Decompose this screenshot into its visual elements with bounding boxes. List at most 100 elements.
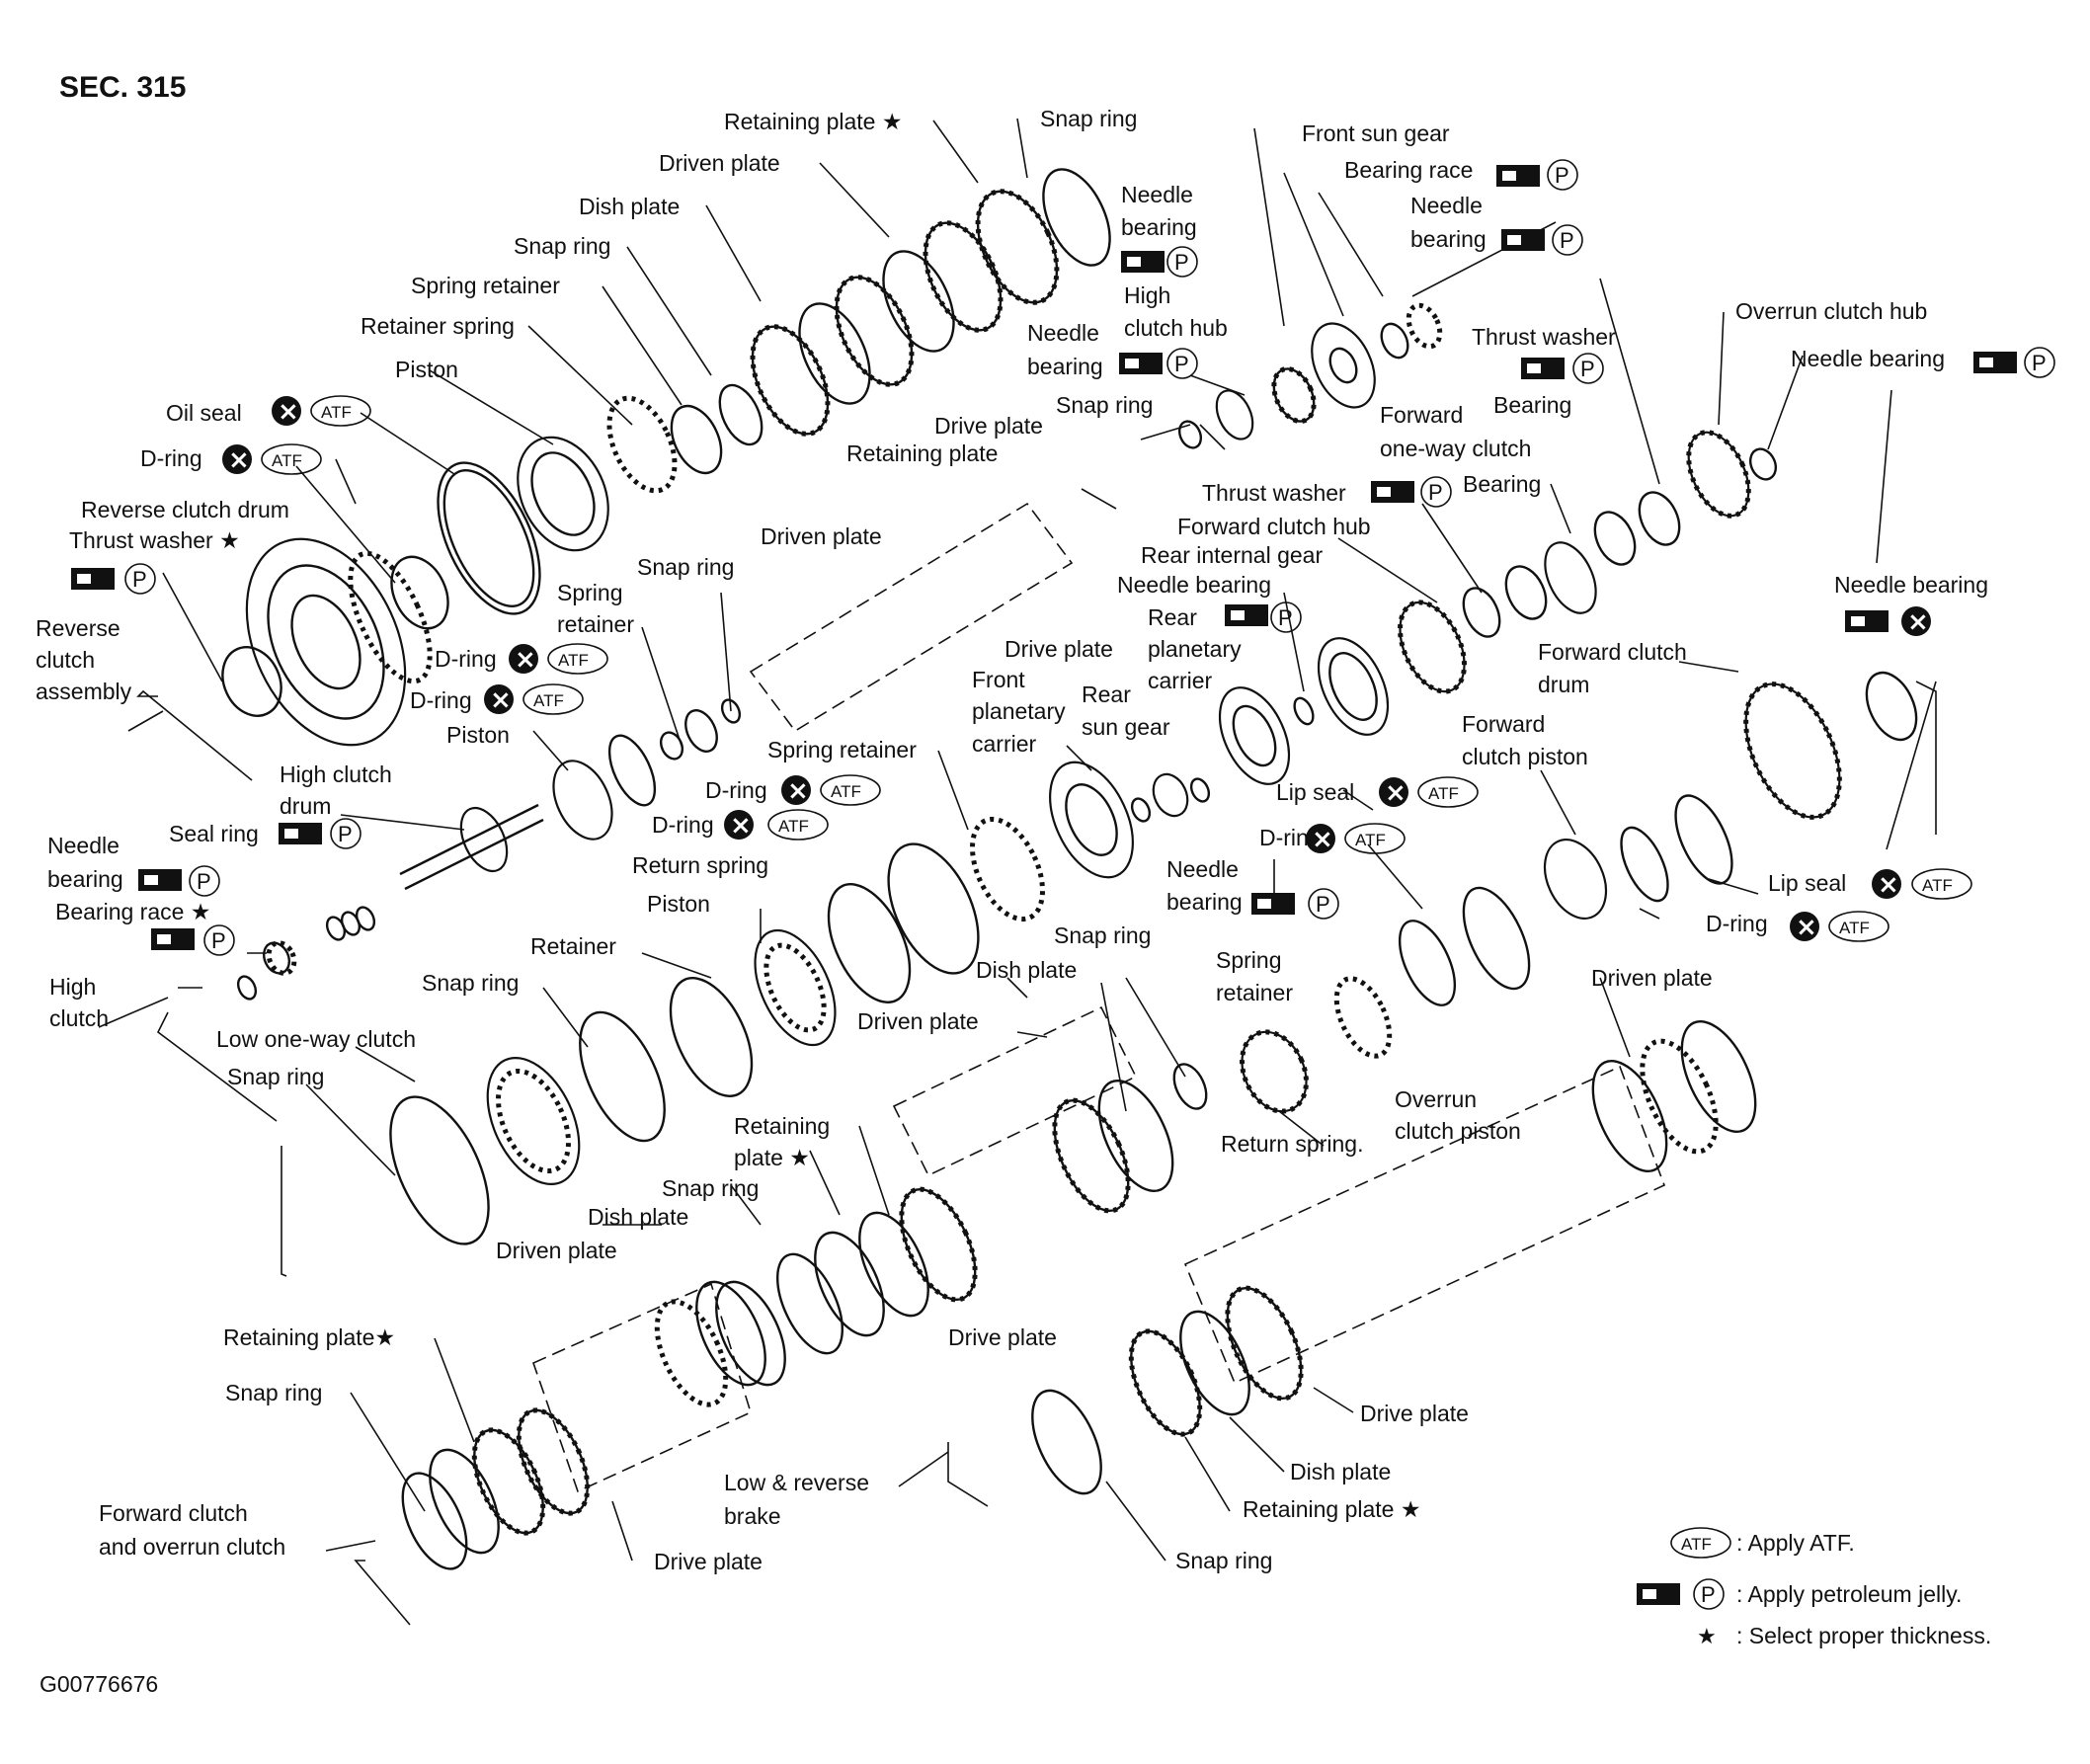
label-front-sun-gear: Front sun gear <box>1302 120 1450 146</box>
p-symbol-needle-bearing: P <box>189 865 220 897</box>
svg-text:×: × <box>515 645 536 675</box>
label-reverse-clutch-assembly: Reverse <box>36 615 121 641</box>
label-lip-seal: Lip seal <box>1276 779 1354 805</box>
label-front-planetary-carrier: carrier <box>972 731 1037 757</box>
svg-text:ATF: ATF <box>272 451 302 470</box>
p-symbol-needle-bearing: P <box>1552 224 1583 256</box>
legend: ATF : Apply ATF. P : Apply petroleum jel… <box>1637 1527 1991 1649</box>
svg-text:P: P <box>211 928 226 953</box>
jelly-symbol-needle-bearing <box>1501 229 1545 251</box>
label-needle-bearing: Needle bearing <box>1791 346 1945 371</box>
label-retainer: Retainer <box>530 933 616 959</box>
jelly-symbol <box>1637 1583 1680 1605</box>
label-driven-plate: Driven plate <box>496 1238 617 1263</box>
label-reverse-clutch-assembly: clutch <box>36 647 95 673</box>
x-symbol-needle-bearing: × <box>1901 606 1931 637</box>
label-piston: Piston <box>446 722 510 748</box>
label-forward-clutch-drum: drum <box>1538 672 1589 697</box>
p-symbol-needle-bearing: P <box>2024 347 2055 378</box>
jelly-symbol-seal-ring <box>279 823 322 844</box>
svg-text:P: P <box>1174 250 1189 275</box>
label-bearing-race: Bearing race <box>1344 157 1473 183</box>
jelly-symbol-needle-bearing <box>1251 893 1295 915</box>
label-retaining-plate: Retaining plate <box>846 441 998 466</box>
label-high-clutch-drum: drum <box>280 793 331 819</box>
label-thrust-washer: Thrust washer ★ <box>69 527 240 553</box>
label-snap-ring: Snap ring <box>1054 922 1151 948</box>
reverse-clutch-drum-drawing <box>245 537 433 747</box>
svg-text:P: P <box>1580 357 1595 381</box>
label-oil-seal: Oil seal <box>166 400 242 426</box>
label-rear-planetary-carrier: carrier <box>1148 668 1213 693</box>
x-symbol-d-ring: × <box>484 684 514 715</box>
legend-star-text: : Select proper thickness. <box>1736 1623 1991 1648</box>
svg-text:×: × <box>1312 825 1333 854</box>
label-snap-ring: Snap ring <box>662 1175 759 1201</box>
label-retaining-plate: Retaining plate★ <box>223 1324 395 1350</box>
legend-jelly-row: P : Apply petroleum jelly. <box>1637 1578 1962 1610</box>
label-forward-one-way-clutch: one-way clutch <box>1380 436 1531 461</box>
label-d-ring: D-ring <box>705 777 767 803</box>
svg-text:ATF: ATF <box>1355 831 1386 849</box>
label-seal-ring: Seal ring <box>169 821 259 846</box>
inline-symbols: × ATF × ATF P P P P <box>71 159 2055 956</box>
x-symbol-oil-seal: × <box>272 396 301 427</box>
label-forward-clutch-piston: Forward <box>1462 711 1545 737</box>
label-dish-plate: Dish plate <box>579 194 680 219</box>
atf-symbol-d-ring: ATF <box>261 443 322 475</box>
part-labels: Retaining plate ★ Snap ring Driven plate… <box>36 106 1988 1574</box>
label-thrust-washer: Thrust washer <box>1202 480 1346 506</box>
label-drive-plate: Drive plate <box>1005 636 1113 662</box>
label-drive-plate: Drive plate <box>1360 1401 1469 1426</box>
atf-symbol-lip-seal: ATF <box>1911 868 1972 900</box>
label-driven-plate: Driven plate <box>857 1008 979 1034</box>
label-needle-bearing: Needle <box>47 833 120 858</box>
label-piston: Piston <box>395 357 458 382</box>
p-symbol-needle-bearing: P <box>1166 348 1198 379</box>
atf-symbol <box>1670 1527 1731 1559</box>
svg-text:P: P <box>2032 351 2047 375</box>
svg-text:P: P <box>1428 480 1443 505</box>
p-symbol-thrust-washer: P <box>1572 353 1604 384</box>
label-low-one-way-clutch: Low one-way clutch <box>216 1026 416 1052</box>
svg-text:P: P <box>1560 228 1574 253</box>
label-needle-bearing: Needle <box>1121 182 1193 207</box>
label-driven-plate: Driven plate <box>1591 965 1713 991</box>
label-high-clutch: High <box>49 974 96 1000</box>
jelly-symbol-needle-bearing <box>138 869 182 891</box>
svg-text:P: P <box>1555 163 1569 188</box>
label-high-clutch-hub: clutch hub <box>1124 315 1228 341</box>
legend-atf-text: : Apply ATF. <box>1736 1530 1855 1556</box>
label-needle-bearing: Needle <box>1166 856 1239 882</box>
label-return-spring: Return spring. <box>1221 1131 1363 1157</box>
star-symbol: ★ <box>1697 1625 1717 1649</box>
label-needle-bearing: Needle <box>1410 193 1483 218</box>
jelly-symbol-needle-bearing <box>1121 251 1165 273</box>
label-needle-bearing: bearing <box>1166 889 1243 915</box>
svg-text:ATF: ATF <box>558 651 589 670</box>
jelly-symbol-thrust-washer <box>71 568 115 590</box>
p-symbol-bearing-race: P <box>203 924 235 956</box>
label-spring-retainer: Spring retainer <box>767 737 917 762</box>
label-overrun-clutch-piston: Overrun <box>1395 1086 1477 1112</box>
label-bearing-race: Bearing race ★ <box>55 899 210 924</box>
atf-symbol-lip-seal: ATF <box>1417 776 1479 808</box>
leader-lines <box>98 118 1937 1626</box>
label-forward-clutch-hub: Forward clutch hub <box>1177 514 1371 539</box>
svg-text:P: P <box>132 567 147 592</box>
legend-star-row: ★ : Select proper thickness. <box>1697 1623 1991 1649</box>
label-dish-plate: Dish plate <box>976 957 1077 983</box>
label-needle-bearing: bearing <box>1027 354 1103 379</box>
label-snap-ring: Snap ring <box>227 1064 324 1089</box>
label-front-planetary-carrier: planetary <box>972 698 1066 724</box>
label-driven-plate: Driven plate <box>659 150 780 176</box>
label-drive-plate: Drive plate <box>654 1549 763 1574</box>
label-rear-internal-gear: Rear internal gear <box>1141 542 1323 568</box>
label-d-ring: D-ring <box>1706 911 1768 936</box>
label-needle-bearing: Needle bearing <box>1834 572 1988 598</box>
atf-symbol-d-ring: ATF <box>1828 911 1889 942</box>
label-retaining-plate: Retaining <box>734 1113 830 1139</box>
x-symbol-d-ring: × <box>509 644 538 675</box>
label-overrun-clutch-piston: clutch piston <box>1395 1118 1521 1144</box>
